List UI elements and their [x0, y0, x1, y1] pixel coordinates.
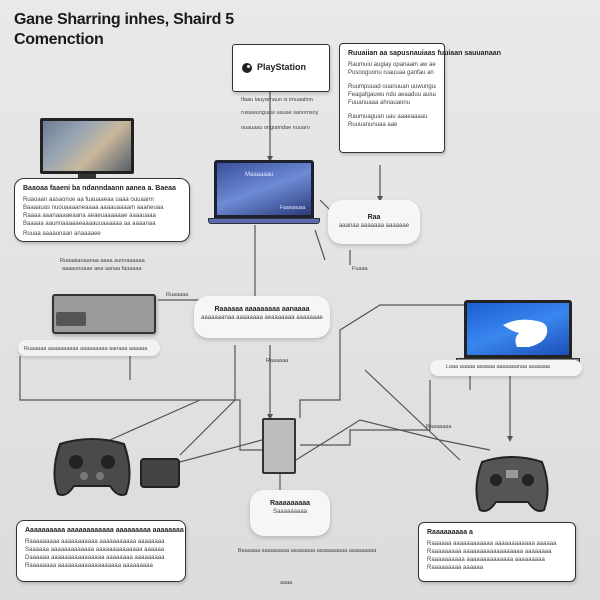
card-bottom-left-line: Daaaaaa aaaaaaaaaaaaaaaa aaaaaaaa aaaaaa… [25, 555, 165, 561]
cloud-logo-icon [503, 319, 548, 347]
bubble-center-right: Raa aaanaa aaaaaaa aaaaaae [328, 200, 420, 244]
card-bottom-left-heading: Aaaaaaaaaa aaaaaaaaaaaa aaaaaaaaa aaaaaa… [25, 527, 184, 534]
laptop-right-caption: Laaa aaaaa aaaaaa aaaaaaanaa aaaaaaa [446, 364, 550, 370]
playstation-box: PlayStation Ifaau lauyarnauo is imuaatin… [232, 44, 330, 131]
laptop-center-screen [214, 160, 314, 218]
bubble-bottom-text: Saaaaaaaaa [272, 509, 308, 515]
card-bottom-left-line: Raaaaaaaaa aaaaaaaaaaa aaaaaaaaaaa aaaaa… [25, 539, 165, 545]
info-card-left: Baaoaa faaeni ba ndanndaann aanea a. Bae… [14, 178, 190, 242]
laptop-right-shelf [430, 360, 582, 376]
right-note: Raaaaaaa [426, 424, 452, 430]
title-line-2: Comenction [14, 31, 104, 48]
card-left-line: Ruaoaan aasaonue aa fuauaaeaa uaaa ouuaa… [23, 197, 154, 203]
card-top-right-line: Pusooguonu ruauuaa ganfau an [348, 70, 434, 76]
small-device [140, 458, 180, 488]
playstation-label: PlayStation [257, 62, 307, 72]
card-top-right-line: Fuuanuaaa ahnauaonu [348, 100, 411, 106]
card-left-line: Baaaaa aaunnaaaaaeaaaauuaaaaaa aa aaaana… [23, 221, 156, 227]
playstation-logo-icon [242, 63, 252, 73]
bubble-bottom-caption: Baaaaaa aaaaaaaaa aaaaaaaa aaaaaaaaaa aa… [238, 548, 377, 554]
monitor-stand [78, 174, 96, 178]
laptop-center-screen-text: Maaaaaau [245, 172, 274, 178]
bubble-center-right-caption: Fuaaa [352, 266, 368, 272]
gamepad-left-icon [53, 438, 131, 496]
playstation-caption-3: ouauaau ongiamdae nuuaro [241, 125, 310, 131]
left-caption-2: aaaaunuaae aea aanaa fauaaaa [62, 266, 142, 272]
card-top-right-line: Ruumpuuad ouanuuan uuwunguan [348, 84, 436, 90]
page-title: Gane Sharring inhes, Shaird 5 Comenction [14, 10, 234, 50]
bottom-tiny-label: aaaa [280, 580, 293, 586]
card-bottom-right-heading: Raaaaaaaaa a [427, 529, 473, 536]
card-top-right-heading: Ruuaiian aa sapusnauiaas fuuiaan sauuana… [348, 50, 501, 57]
laptop-right-screen [464, 300, 572, 358]
bubble-bottom: Raaaaaaaaa Saaaaaaaaa [250, 490, 330, 536]
bubble-middle-heading: Raaaaaa aaaaaaaaa aanaaaa [214, 306, 310, 313]
middle-caption: Raaaaaa [266, 358, 289, 364]
card-bottom-right-line: Raaaaaaaaa aaaaaaaaaaaaaaaaaa aaaaaaaa [427, 549, 552, 555]
bubble-center-right-heading: Raa [367, 214, 381, 221]
info-card-bottom-left: Aaaaaaaaaa aaaaaaaaaaaa aaaaaaaaa aaaaaa… [16, 520, 186, 582]
card-top-right-line: Raumuaguan uau aaaeaaaau [348, 114, 428, 120]
bubble-middle-text: aaaaaaanaa aaaaaaaa aeaaaaaaa aaaaaaae [201, 315, 323, 321]
bubble-bottom-heading: Raaaaaaaaa [269, 500, 311, 507]
card-left-line: Raaaa aaanaaaaeaana aeaeuaaaaaae aaaauaa… [23, 213, 156, 219]
console-shelf [18, 340, 160, 356]
card-top-right-line: Feagafgauwu ndu aeaaduu auiuaa [348, 92, 436, 98]
bubble-center-right-text: aaanaa aaaaaaa aaaaaae [338, 223, 410, 229]
laptop-center-base [208, 218, 320, 224]
card-left-footer: Ruuaa aaaaunaan anaaaaee [23, 231, 101, 237]
monitor-display [40, 118, 134, 174]
card-bottom-left-line: Raaaaaaaa aaaaaaaaaaaaaaaaaaa aaaaaaaaa [25, 563, 153, 569]
card-left-heading: Baaoaa faaeni ba ndanndaann aanea a. Bae… [23, 185, 176, 192]
card-bottom-right-line: Raaaaaaaaaa aaaaaaaaaaaaaa aaaaaaaaa [427, 557, 545, 563]
bubble-middle: Raaaaaa aaaaaaaaa aanaaaa aaaaaaanaa aaa… [194, 296, 330, 338]
card-bottom-left-line: Saaaaaa aaaaaaaaaaaaa aaaaaaaaaaaaaa aaa… [25, 547, 165, 553]
laptop-center-screen-text-2: Faaeaauaa [280, 205, 306, 211]
card-bottom-right-line: Raaaaaaaaa aaaaaa [427, 565, 484, 571]
info-card-top-right: Ruuaiian aa sapusnauiaas fuuiaan sauuana… [339, 43, 501, 153]
console-caption: Ruaaaaa aaaaaaaaaa aaaaaaaaa aanaaa aaaa… [24, 346, 148, 352]
console-label: Ruaaaaa [166, 292, 189, 298]
playstation-caption-1: Ifaau lauyarnauo is imuaatinn [241, 97, 313, 103]
playstation-caption-2: rusawunguaw uauae sanomsoy [241, 110, 319, 116]
info-card-bottom-right: Raaaaaaaaa a Raaaaaa aaaaaaaaaaaa aaaaaa… [418, 522, 576, 582]
card-left-line: Baaaauas nuouaaaaneaaaa aaaauaaaam aaane… [23, 205, 164, 211]
gamepad-right-icon [475, 456, 549, 512]
left-caption-1: Ruaaaiaoaanaa aaaa aunnaaaaaa [60, 258, 145, 264]
network-hub [262, 418, 296, 474]
card-top-right-line: Ruuuanunuaa aae [348, 122, 398, 128]
console-front-panel [56, 312, 86, 326]
card-bottom-right-line: Raaaaaa aaaaaaaaaaaa aaaaaaaaaaaa aaaaaa [427, 541, 557, 547]
card-top-right-line: Raumuiu augiay opanaam aw aenruumauo [348, 62, 436, 68]
title-line-1: Gane Sharring inhes, Shaird 5 [14, 11, 234, 28]
